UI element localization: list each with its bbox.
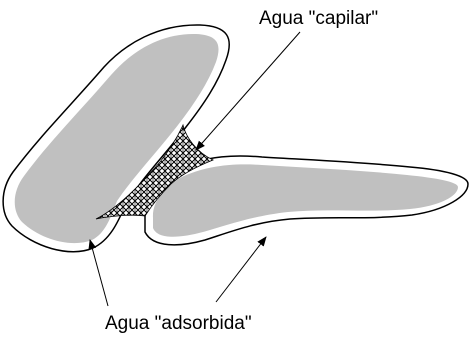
label-agua-adsorbida: Agua "adsorbida" — [105, 314, 252, 333]
arrow-adsorbida-right — [216, 237, 266, 302]
arrow-adsorbida-left — [90, 240, 108, 306]
label-agua-capilar: Agua "capilar" — [259, 9, 378, 28]
